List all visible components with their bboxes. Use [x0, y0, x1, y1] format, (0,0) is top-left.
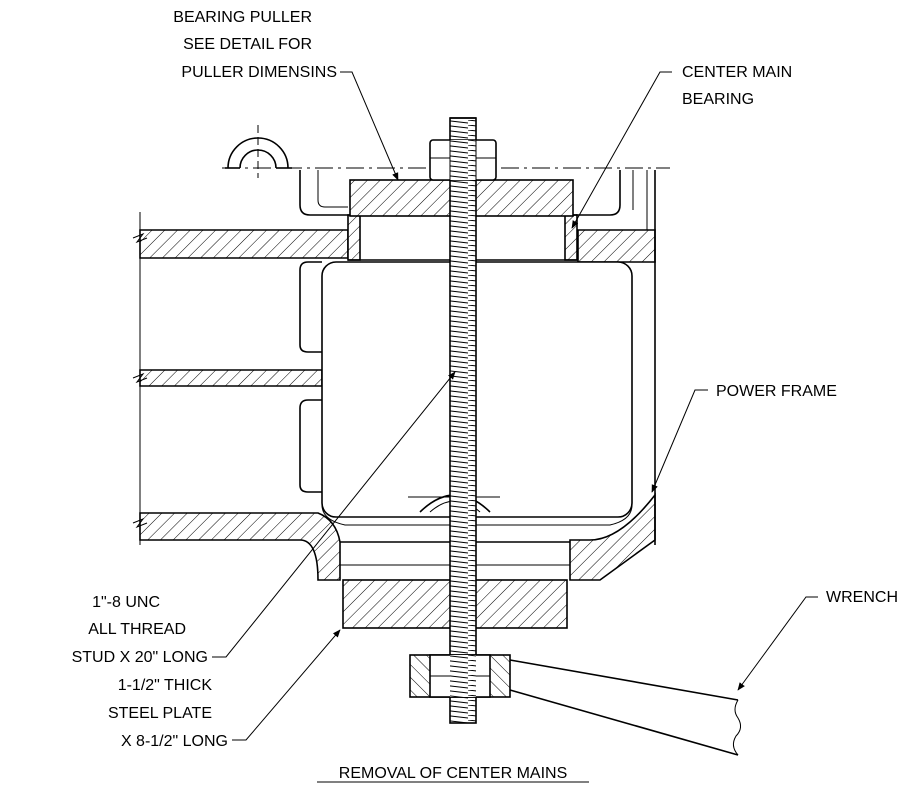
crank-journal	[321, 261, 633, 526]
svg-text:1"-8 UNC: 1"-8 UNC	[92, 594, 160, 611]
leader-lines	[212, 71, 818, 741]
svg-text:BEARING PULLER: BEARING PULLER	[173, 9, 312, 26]
wrench	[509, 659, 742, 756]
label-stud: 1"-8 UNC ALL THREAD STUD X 20" LONG	[72, 594, 208, 666]
label-power-frame: POWER FRAME	[716, 383, 837, 400]
svg-text:STEEL PLATE: STEEL PLATE	[108, 705, 212, 722]
top-nut	[429, 139, 497, 181]
svg-text:SEE DETAIL FOR: SEE DETAIL FOR	[183, 36, 312, 53]
svg-text:STUD X 20" LONG: STUD X 20" LONG	[72, 649, 208, 666]
label-center-main-bearing: CENTER MAIN BEARING	[682, 64, 792, 108]
svg-text:CENTER MAIN: CENTER MAIN	[682, 64, 792, 81]
svg-text:ALL THREAD: ALL THREAD	[88, 621, 186, 638]
svg-text:PULLER DIMENSINS: PULLER DIMENSINS	[181, 64, 337, 81]
power-frame	[132, 170, 656, 581]
bottom-nut	[409, 654, 511, 698]
svg-text:POWER FRAME: POWER FRAME	[716, 383, 837, 400]
label-bearing-puller: BEARING PULLER SEE DETAIL FOR PULLER DIM…	[173, 9, 337, 81]
all-thread-stud	[449, 117, 477, 724]
svg-text:1-1/2" THICK: 1-1/2" THICK	[118, 677, 213, 694]
label-steel-plate: 1-1/2" THICK STEEL PLATE X 8-1/2" LONG	[108, 677, 228, 750]
caption: REMOVAL OF CENTER MAINS	[317, 765, 589, 783]
label-wrench: WRENCH	[826, 589, 898, 606]
svg-text:BEARING: BEARING	[682, 91, 754, 108]
svg-text:X 8-1/2" LONG: X 8-1/2" LONG	[121, 733, 228, 750]
svg-text:REMOVAL OF CENTER MAINS: REMOVAL OF CENTER MAINS	[339, 765, 567, 782]
lifting-eye	[225, 125, 292, 178]
svg-text:WRENCH: WRENCH	[826, 589, 898, 606]
